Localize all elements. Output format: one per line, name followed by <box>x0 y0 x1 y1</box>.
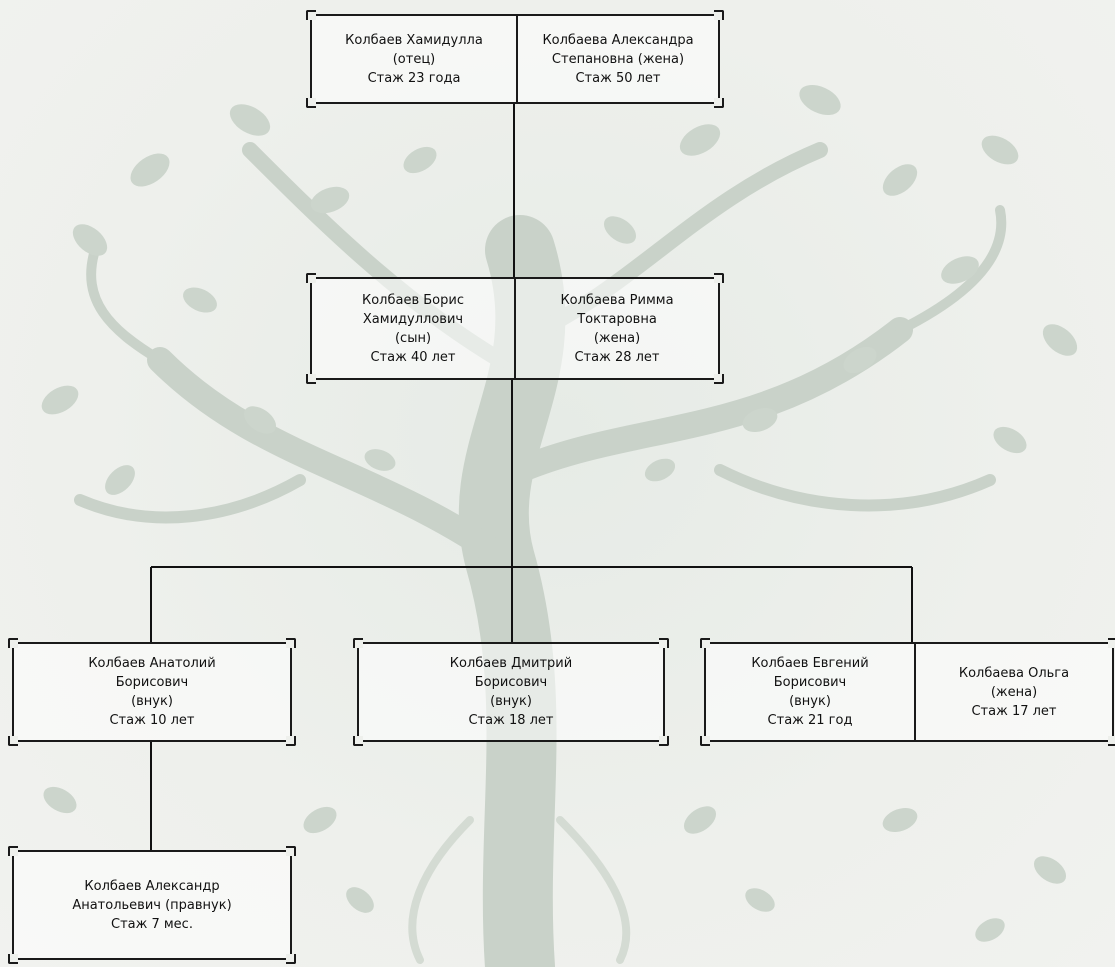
person-tenure: Стаж 50 лет <box>575 70 661 86</box>
person-name: Колбаев Александр <box>84 878 220 894</box>
great-grandson-box: Колбаев Александр Анатольевич (правнук) … <box>8 846 296 964</box>
corner-ornament <box>353 736 363 746</box>
corner-ornament <box>306 98 316 108</box>
person-name: Колбаева Римма <box>560 292 674 308</box>
corner-ornament <box>1108 638 1115 648</box>
person-tenure: Стаж 21 год <box>767 713 853 728</box>
corner-ornament <box>1108 736 1115 746</box>
person-name: Колбаев Борис <box>362 292 464 308</box>
person-tenure: Стаж 40 лет <box>370 349 456 365</box>
person-role: (отец) <box>392 51 436 67</box>
person-patronymic: Борисович <box>474 675 548 690</box>
corner-ornament <box>286 846 296 856</box>
corner-ornament <box>714 374 724 384</box>
person-patronymic: Хамидуллович <box>362 311 464 327</box>
person-role: (жена) <box>593 330 641 346</box>
corner-ornament <box>659 638 669 648</box>
corner-ornament <box>306 374 316 384</box>
person-name: Колбаева Ольга <box>958 665 1070 681</box>
grandson-anatoly: Колбаев Анатолий Борисович (внук) Стаж 1… <box>14 644 290 740</box>
corner-ornament <box>700 638 710 648</box>
son-wife: Колбаева Римма Токтаровна (жена) Стаж 28… <box>514 279 718 378</box>
grandson-evgeny: Колбаев Евгений Борисович (внук) Стаж 21… <box>706 644 914 740</box>
person-tenure: Стаж 23 года <box>367 70 461 86</box>
corner-ornament <box>714 273 724 283</box>
person-tenure: Стаж 18 лет <box>468 713 554 728</box>
person-name: Колбаев Дмитрий <box>449 656 573 671</box>
great-grandson-alexander: Колбаев Александр Анатольевич (правнук) … <box>14 852 290 958</box>
person-role: (жена) <box>990 684 1038 700</box>
person-patronymic: Борисович <box>115 675 189 690</box>
grandson-wife: Колбаева Ольга (жена) Стаж 17 лет <box>914 644 1112 740</box>
person-role: Степановна (жена) <box>551 51 685 67</box>
corner-ornament <box>8 954 18 964</box>
person-role: (сын) <box>394 330 432 346</box>
corner-ornament <box>8 736 18 746</box>
corner-ornament <box>286 954 296 964</box>
corner-ornament <box>714 98 724 108</box>
person-role: (внук) <box>490 694 532 709</box>
person-role: (внук) <box>131 694 173 709</box>
corner-ornament <box>714 10 724 20</box>
grandson-dmitry: Колбаев Дмитрий Борисович (внук) Стаж 18… <box>359 644 663 740</box>
person-name: Колбаев Хамидулла <box>345 32 483 48</box>
grandson-couple-box: Колбаев Евгений Борисович (внук) Стаж 21… <box>700 638 1115 746</box>
corner-ornament <box>700 736 710 746</box>
grandson-box: Колбаев Дмитрий Борисович (внук) Стаж 18… <box>353 638 669 746</box>
corner-ornament <box>8 846 18 856</box>
person-patronymic: Токтаровна <box>577 311 657 327</box>
corner-ornament <box>286 736 296 746</box>
person-tenure: Стаж 28 лет <box>574 349 660 365</box>
corner-ornament <box>306 10 316 20</box>
corner-ornament <box>353 638 363 648</box>
person-name: Колбаева Александра <box>542 32 694 48</box>
founder-wife: Колбаева Александра Степановна (жена) Ст… <box>516 16 718 102</box>
person-patronymic-role: Анатольевич (правнук) <box>72 897 232 913</box>
founders-box: Колбаев Хамидулла (отец) Стаж 23 года Ко… <box>306 10 724 108</box>
corner-ornament <box>659 736 669 746</box>
person-name: Колбаев Анатолий <box>88 656 216 671</box>
grandson-box: Колбаев Анатолий Борисович (внук) Стаж 1… <box>8 638 296 746</box>
person-tenure: Стаж 10 лет <box>109 713 195 728</box>
son-person: Колбаев Борис Хамидуллович (сын) Стаж 40… <box>312 279 514 378</box>
person-role: (внук) <box>789 694 831 709</box>
son-box: Колбаев Борис Хамидуллович (сын) Стаж 40… <box>306 273 724 384</box>
corner-ornament <box>286 638 296 648</box>
person-patronymic: Борисович <box>773 675 847 690</box>
corner-ornament <box>8 638 18 648</box>
person-name: Колбаев Евгений <box>751 656 869 671</box>
person-tenure: Стаж 7 мес. <box>111 916 193 932</box>
founder-father: Колбаев Хамидулла (отец) Стаж 23 года <box>312 16 516 102</box>
corner-ornament <box>306 273 316 283</box>
person-tenure: Стаж 17 лет <box>971 703 1057 719</box>
